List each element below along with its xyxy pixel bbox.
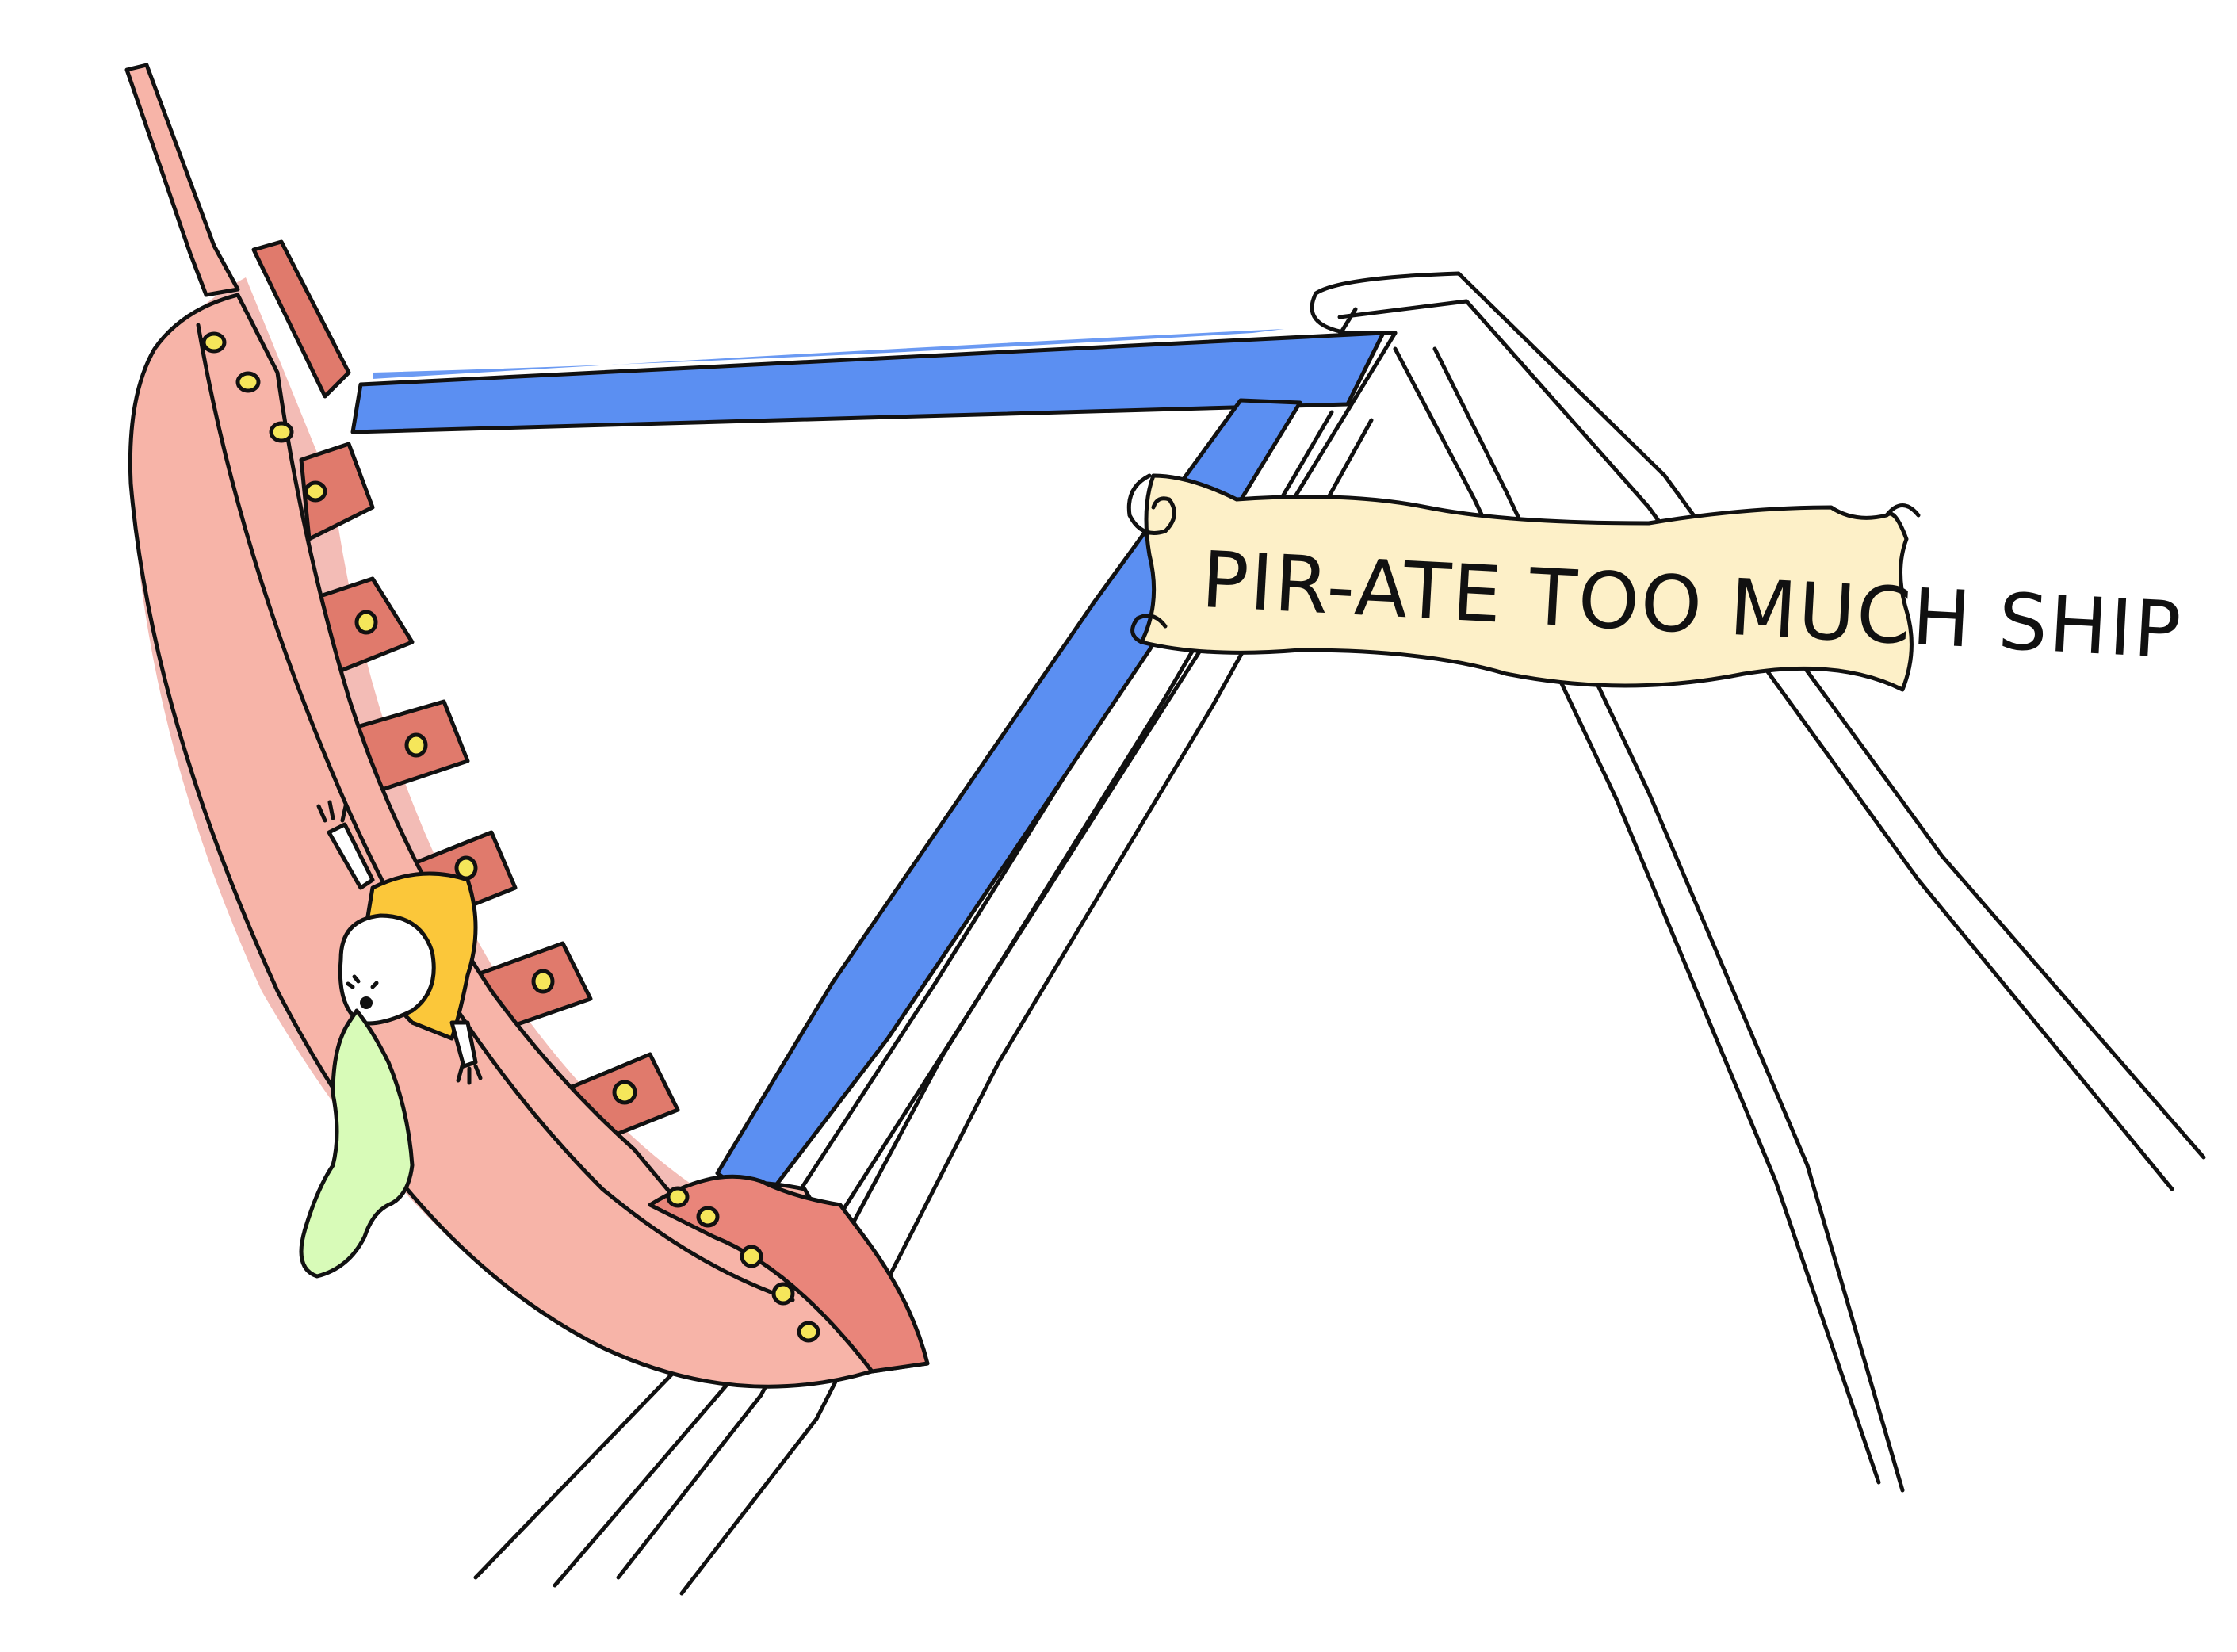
portholes bbox=[201, 331, 820, 1343]
vomit-splash bbox=[299, 1008, 415, 1279]
sick-rider bbox=[316, 800, 483, 1085]
scroll-banner: PIR-ATE TOO MUCH SHIP bbox=[1126, 473, 2185, 692]
ride-support-frame bbox=[473, 271, 2206, 1596]
pirate-ship bbox=[124, 63, 930, 1389]
